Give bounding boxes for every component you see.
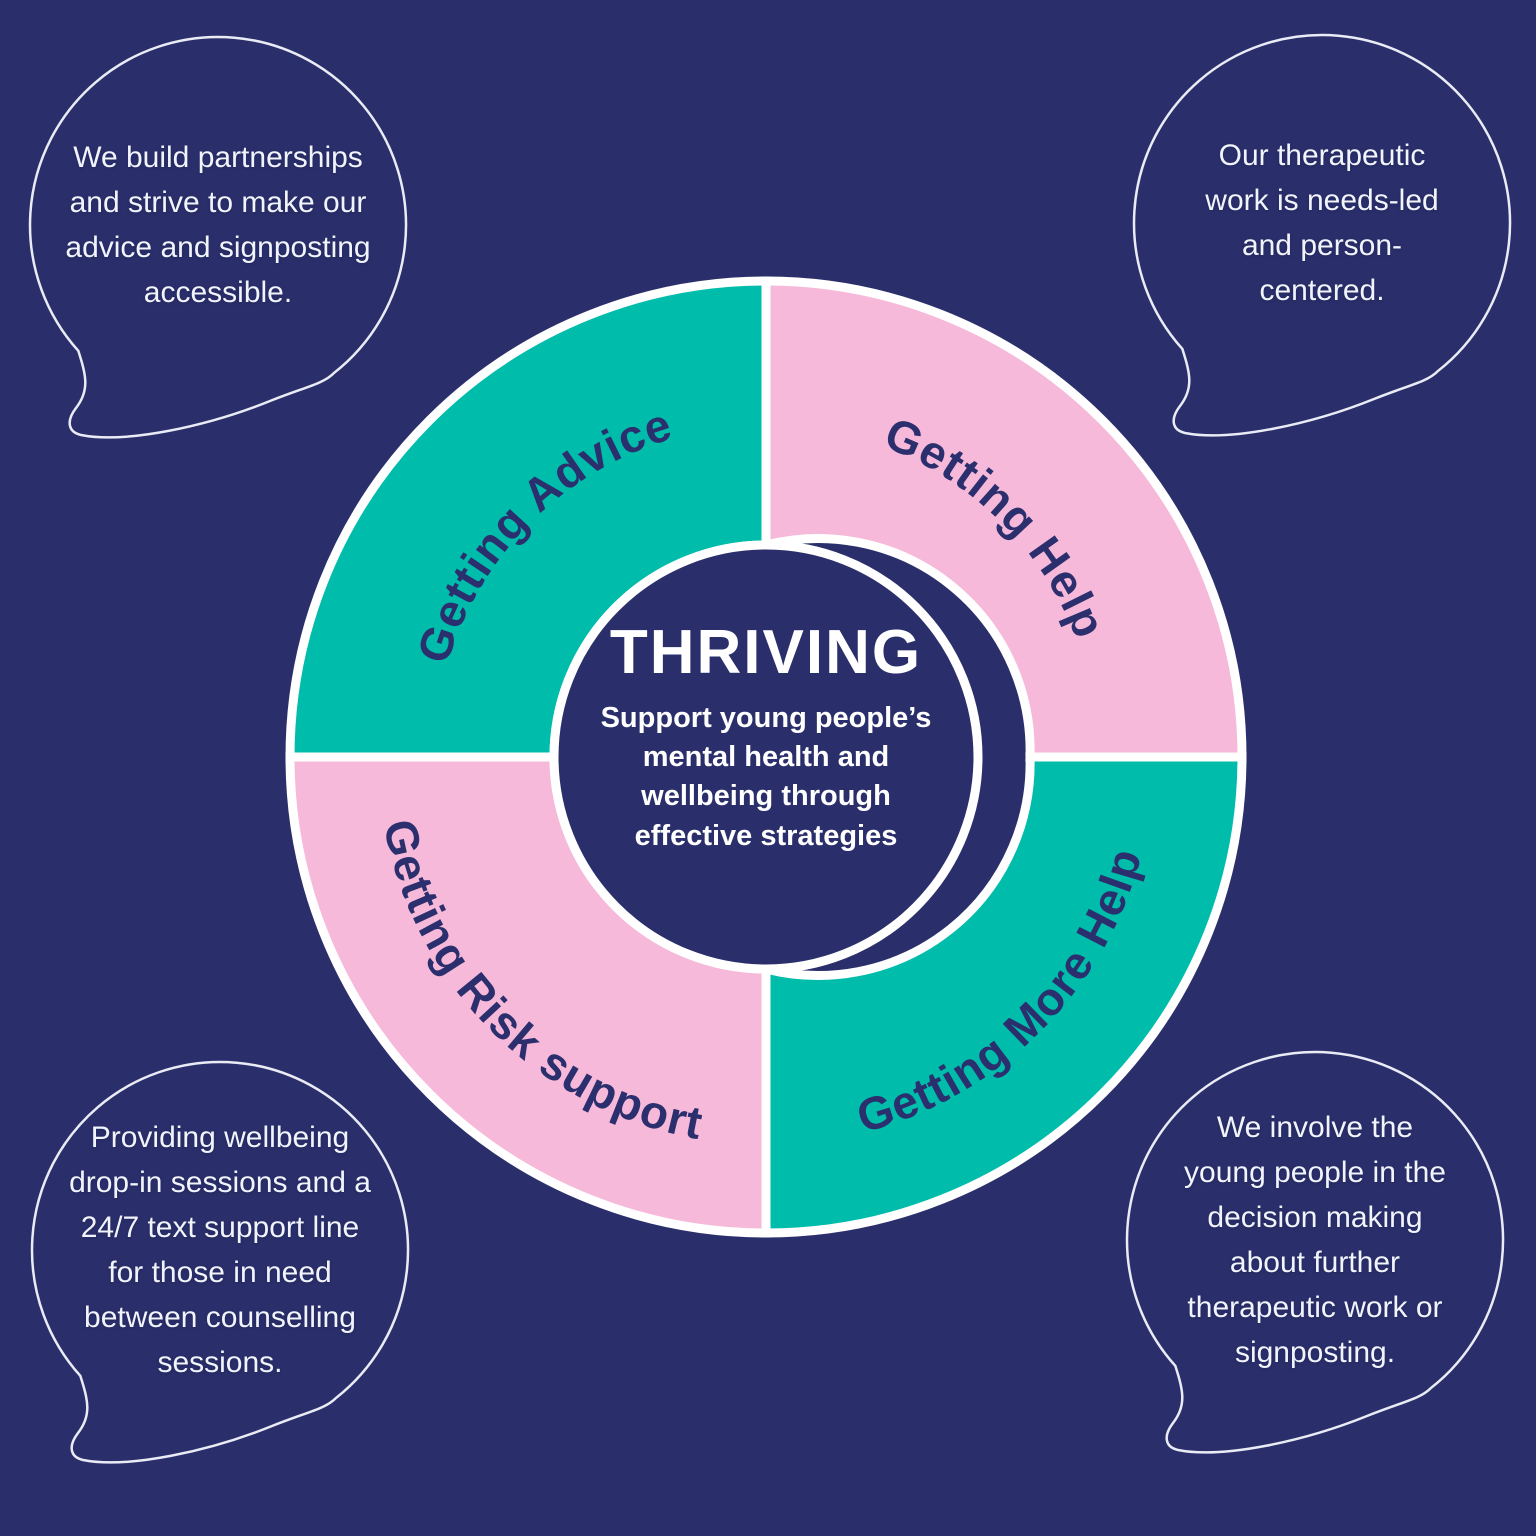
center-title: THRIVING [609,618,923,687]
segment-getting-help [761,276,1247,762]
bubble-text-bottom-left: Providing wellbeing drop-in sessions and… [69,1121,371,1379]
bubble-text-top-left: We build partnerships and strive to make… [65,141,371,309]
center-subtitle: Support young people’s mental health and… [600,702,932,852]
bubble-text-bottom-right: We involve the young people in the decis… [1184,1111,1446,1369]
bubble-text-top-right: Our therapeutic work is needs-led and pe… [1205,139,1439,307]
center-text-block: THRIVING Support young people’s mental h… [566,620,966,900]
segment-getting-more-help [761,752,1247,1238]
center-hub-circle [549,540,983,974]
